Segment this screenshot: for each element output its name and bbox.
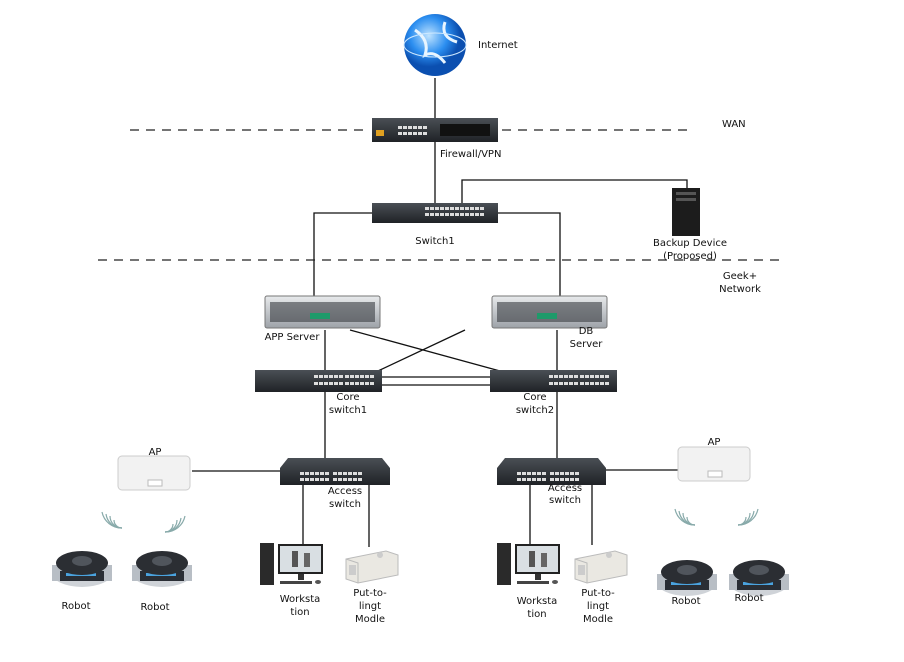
wifi-signal-icon [164,515,186,533]
ptl-left-label-line1: Put-to- [353,588,387,599]
core-switch2-label-line1: Core [523,392,546,403]
robot-1-label: Robot [61,601,90,612]
access-switch-right[interactable] [497,458,606,485]
ap-left-label: AP [149,447,162,458]
wifi-signal-icon [737,508,759,526]
app-server-label: APP Server [265,332,321,343]
wifi-signal-icon [101,511,123,529]
backup-device[interactable] [672,188,700,236]
put-to-light-module-left[interactable] [345,550,399,584]
core-switch1-label-line1: Core [336,392,359,403]
network-label-line1: Geek+ [723,271,757,282]
workstation-right-label-line1: Worksta [517,596,558,607]
ptl-right-label-line1: Put-to- [581,588,615,599]
access-switch-right-label-line1: Access [548,483,582,494]
access-point-left[interactable] [117,455,191,491]
robot-3-label: Robot [671,596,700,607]
internet-label: Internet [478,40,518,51]
robot-3[interactable] [657,560,717,596]
switch1-device[interactable] [372,203,498,223]
ptl-right-label-line2: lingt [587,601,609,612]
wan-label: WAN [722,119,746,130]
app-server[interactable] [264,295,381,329]
robot-2-label: Robot [140,602,169,613]
firewall-device[interactable] [372,118,498,142]
db-server[interactable] [491,295,608,329]
core-switch1-label-line2: switch1 [329,405,367,416]
firewall-label: Firewall/VPN [440,149,501,160]
db-server-label-line1: DB [579,326,594,337]
workstation-left[interactable] [260,543,323,585]
access-switch-left-label-line1: Access [328,486,362,497]
ptl-left-label-line2: lingt [359,601,381,612]
workstation-left-label-line2: tion [290,607,309,618]
backup-label-line2: (Proposed) [663,251,717,262]
robot-4-label: Robot [734,593,763,604]
core-switch2-label-line2: switch2 [516,405,554,416]
access-switch-left[interactable] [280,458,390,485]
access-switch-right-label-line2: switch [549,495,581,506]
core-switch1[interactable] [255,370,382,392]
ptl-right-label-line3: Modle [583,614,613,625]
workstation-right-label-line2: tion [527,609,546,620]
robot-4[interactable] [729,560,789,596]
workstation-left-label-line1: Worksta [280,594,321,605]
internet-globe-icon [403,14,467,76]
zone-boundaries [98,129,785,261]
robot-2[interactable] [132,551,192,587]
ap-right-label: AP [708,437,721,448]
core-switch2[interactable] [490,370,617,392]
robot-1[interactable] [52,551,112,587]
ptl-left-label-line3: Modle [355,614,385,625]
links [192,78,688,547]
backup-label-line1: Backup Device [653,238,727,249]
network-label-line2: Network [719,284,761,295]
put-to-light-module-right[interactable] [574,550,628,584]
access-switch-left-label-line2: switch [329,499,361,510]
db-server-label-line2: Server [570,339,604,350]
workstation-right[interactable] [497,543,560,585]
access-point-right[interactable] [677,446,751,482]
switch1-label: Switch1 [415,236,454,247]
wifi-signal-icon [674,508,696,526]
